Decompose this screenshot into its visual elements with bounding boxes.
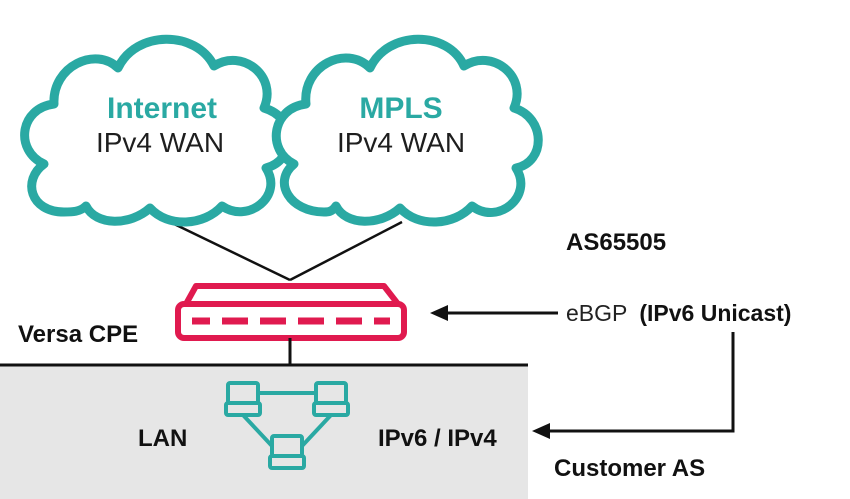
- internet-link-line: [169, 220, 291, 282]
- mpls-cloud-icon: [271, 34, 543, 227]
- mpls-cloud-title: MPLS: [359, 92, 442, 125]
- network-topology-icon: [224, 381, 350, 470]
- internet-cloud-icon: [20, 34, 294, 227]
- customer-as-label: Customer AS: [554, 455, 705, 482]
- svg-text:eBGP (IPv6 Unicast): eBGP (IPv6 Unicast): [566, 300, 791, 326]
- as-number-label: AS65505: [566, 229, 666, 256]
- ebgp-arrow: [430, 305, 558, 321]
- lan-label: LAN: [138, 425, 187, 452]
- ebgp-detail-label: (IPv6 Unicast): [639, 300, 791, 326]
- mpls-cloud-subtitle: IPv4 WAN: [337, 127, 465, 158]
- internet-cloud-title: Internet: [107, 92, 217, 125]
- lan-area: [0, 365, 528, 499]
- ip-versions-label: IPv6 / IPv4: [378, 425, 497, 452]
- internet-cloud-subtitle: IPv4 WAN: [96, 127, 224, 158]
- mpls-link-line: [289, 220, 403, 282]
- cpe-label: Versa CPE: [18, 321, 138, 348]
- customer-route-arrow: [532, 332, 735, 439]
- router-icon: [175, 283, 407, 341]
- ebgp-label: eBGP: [566, 300, 627, 326]
